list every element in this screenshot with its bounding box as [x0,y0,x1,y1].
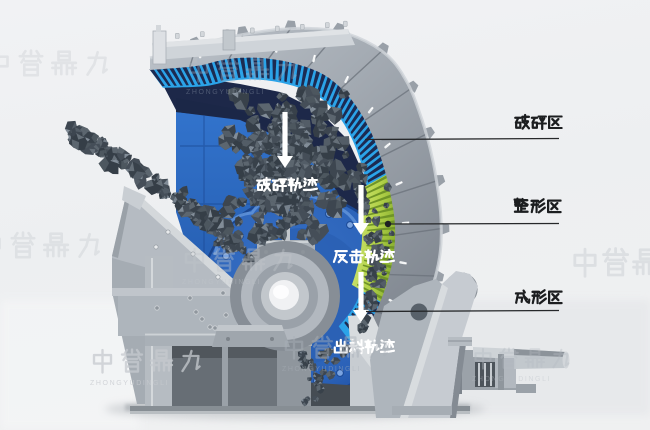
svg-text:ZHONGYUDINGLI: ZHONGYUDINGLI [282,366,361,373]
svg-text:ZHONGYUDINGLI: ZHONGYUDINGLI [186,89,265,96]
svg-text:ZHONGYUDINGLI: ZHONGYUDINGLI [472,376,551,383]
svg-text:ZHONGYUDINGLI: ZHONGYUDINGLI [182,279,261,286]
svg-text:ZHONGYUDINGLI: ZHONGYUDINGLI [90,380,169,387]
